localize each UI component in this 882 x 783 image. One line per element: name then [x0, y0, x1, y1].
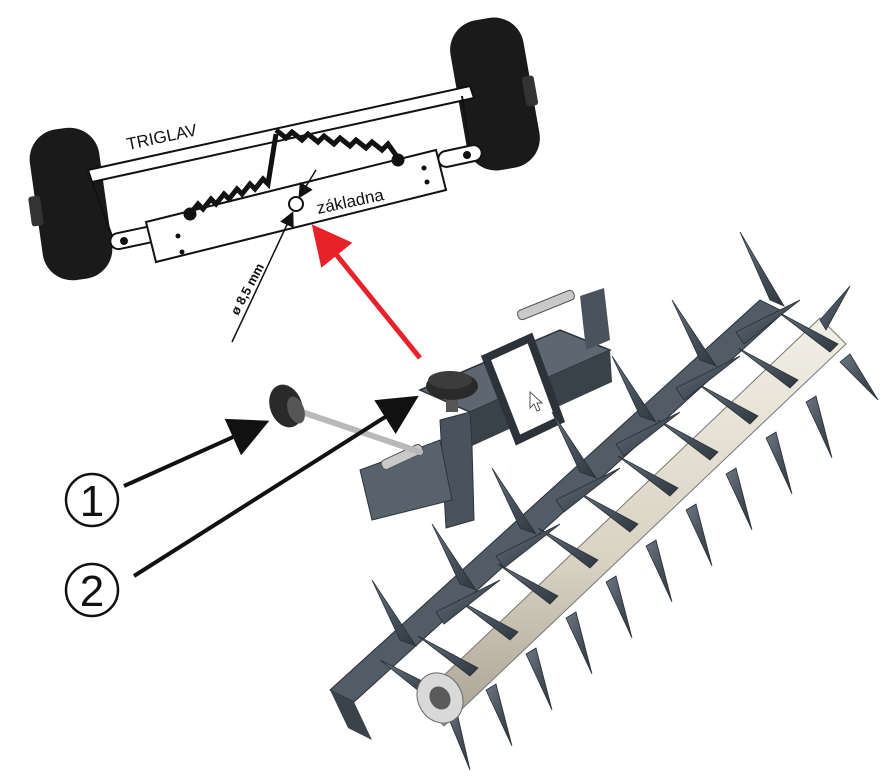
right-wheel — [450, 17, 540, 171]
highlight-arrow — [311, 224, 422, 360]
callout-1-arrow — [123, 418, 270, 488]
retaining-pin — [269, 384, 423, 455]
triglav-frame-drawing: TRIGLAV základna ø 8,5 mm — [28, 17, 540, 343]
mounting-hole — [288, 196, 304, 212]
callout-2: 2 — [64, 395, 419, 618]
callout-1: 1 — [64, 418, 270, 528]
diameter-dimension — [231, 169, 317, 343]
callout-1-number: 1 — [80, 477, 104, 526]
callout-2-number: 2 — [80, 567, 104, 616]
callout-2-arrow — [132, 395, 419, 578]
locking-knob — [426, 371, 478, 412]
spike-roller-attachment — [269, 231, 879, 771]
roller-spikes — [371, 231, 879, 771]
axle-bolt — [416, 672, 464, 724]
tension-springs — [183, 128, 405, 221]
base-plate — [144, 148, 448, 264]
left-wheel — [28, 127, 113, 281]
mouse-cursor-icon — [529, 390, 544, 412]
